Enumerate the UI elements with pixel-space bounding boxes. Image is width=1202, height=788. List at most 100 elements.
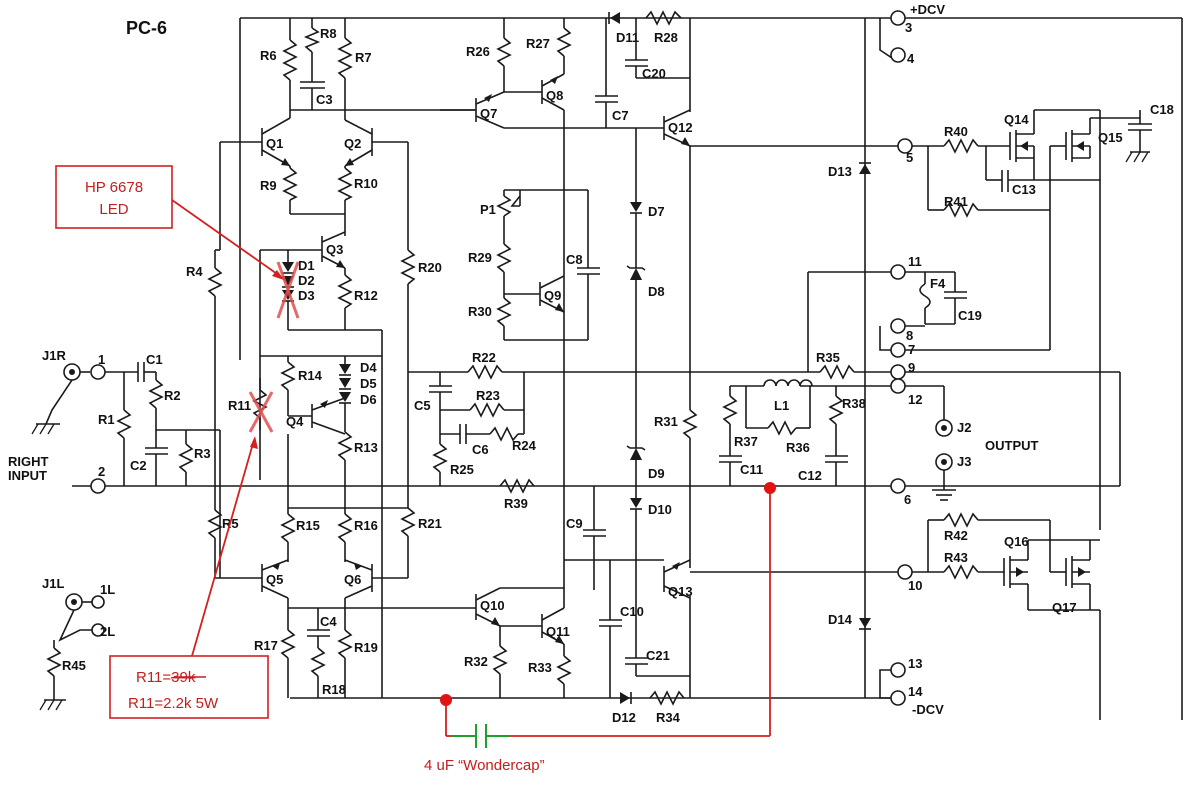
hp-box-line1: HP 6678 [85, 179, 143, 196]
capacitor-c4: C4 [307, 608, 337, 648]
resistor-r11: R11 [228, 378, 274, 433]
svg-text:1L: 1L [100, 582, 115, 597]
svg-text:D7: D7 [648, 204, 665, 219]
svg-text:P1: P1 [480, 202, 496, 217]
resistor-r34: R34 [649, 690, 685, 725]
transistor-q9: Q9 [539, 275, 565, 313]
minus-dcv-terminals: 13 14 -DCV [879, 656, 944, 717]
svg-text:D10: D10 [648, 502, 672, 517]
resistor-r12: R12 [337, 268, 378, 330]
wondercap-annotation: 4 uF “Wondercap” [424, 482, 776, 774]
right-input-label-2: INPUT [8, 468, 47, 483]
resistor-r29: R29 [468, 216, 512, 294]
svg-text:2L: 2L [100, 624, 115, 639]
transistor-q5: Q5 [215, 559, 289, 599]
svg-text:R28: R28 [654, 30, 678, 45]
svg-text:R16: R16 [354, 518, 378, 533]
svg-text:Q3: Q3 [326, 242, 343, 257]
svg-text:3: 3 [905, 20, 912, 35]
svg-text:J1R: J1R [42, 348, 66, 363]
svg-text:R43: R43 [944, 550, 968, 565]
q4-section: R14 Q4 D4 D5 D6 R13 [260, 355, 408, 509]
svg-text:D9: D9 [648, 466, 665, 481]
svg-text:Q11: Q11 [546, 624, 570, 639]
svg-text:1: 1 [98, 352, 105, 367]
resistor-r8: R8 [303, 18, 337, 82]
svg-text:C5: C5 [414, 398, 431, 413]
hp-box-line2: LED [99, 201, 128, 218]
diode-stack-d1-d3: D1 D2 D3 [276, 250, 315, 330]
svg-text:Q16: Q16 [1004, 534, 1029, 549]
svg-text:D11: D11 [616, 30, 639, 45]
svg-text:R35: R35 [816, 350, 840, 365]
svg-text:D13: D13 [828, 164, 852, 179]
svg-text:J3: J3 [957, 454, 971, 469]
capacitor-c8: C8 [566, 190, 600, 340]
transistor-q1: Q1 [220, 110, 291, 167]
svg-text:R2: R2 [164, 388, 181, 403]
svg-text:R41: R41 [944, 194, 968, 209]
svg-text:F4: F4 [930, 276, 946, 291]
transistor-q3: Q3 [260, 231, 346, 269]
svg-text:R6: R6 [260, 48, 277, 63]
svg-text:C18: C18 [1150, 102, 1174, 117]
svg-text:R21: R21 [418, 516, 442, 531]
svg-text:D4: D4 [360, 360, 377, 375]
svg-text:Q7: Q7 [480, 106, 497, 121]
svg-text:R29: R29 [468, 250, 492, 265]
svg-text:5: 5 [906, 150, 913, 165]
svg-text:R9: R9 [260, 178, 277, 193]
svg-text:R30: R30 [468, 304, 492, 319]
svg-text:Q14: Q14 [1004, 112, 1029, 127]
resistor-r7: R7 [337, 18, 372, 120]
svg-text:R40: R40 [944, 124, 968, 139]
junction-dot-left [440, 694, 452, 706]
input-right: J1R 1 C1 R2 R1 C2 R3 RIGHT INPUT [8, 348, 221, 578]
svg-text:R42: R42 [944, 528, 968, 543]
svg-text:D2: D2 [298, 273, 315, 288]
svg-text:R31: R31 [654, 414, 678, 429]
svg-text:J1L: J1L [42, 576, 64, 591]
transistor-q8: Q8 [504, 73, 565, 111]
resistor-r31: R31 [654, 146, 698, 560]
transistor-q12: Q12 [663, 109, 693, 147]
svg-text:D8: D8 [648, 284, 665, 299]
right-input-label-1: RIGHT [8, 454, 49, 469]
svg-text:D5: D5 [360, 376, 377, 391]
svg-text:R12: R12 [354, 288, 378, 303]
wondercap-label: 4 uF “Wondercap” [424, 757, 545, 774]
svg-text:R14: R14 [298, 368, 323, 383]
output-stage-bottom: 10 R43 R42 Q16 Q17 [897, 512, 1101, 720]
transistor-q7: Q7 [440, 91, 505, 129]
capacitor-c9: C9 [566, 486, 606, 590]
svg-text:R25: R25 [450, 462, 474, 477]
svg-text:Q8: Q8 [546, 88, 563, 103]
plus-dcv-label: +DCV [910, 2, 945, 17]
transistor-q13: Q13 [663, 559, 693, 599]
svg-text:R32: R32 [464, 654, 488, 669]
potentiometer-p1: P1 [480, 189, 588, 217]
svg-text:C3: C3 [316, 92, 333, 107]
transistor-q11: Q11 [500, 607, 570, 645]
svg-text:C9: C9 [566, 516, 583, 531]
svg-text:Q10: Q10 [480, 598, 505, 613]
r11-annotation: R11=39k R11=2.2k 5W [109, 436, 269, 719]
svg-text:Q15: Q15 [1098, 130, 1123, 145]
svg-text:C2: C2 [130, 458, 147, 473]
resistor-r4: R4 [186, 250, 223, 510]
svg-text:R26: R26 [466, 44, 490, 59]
svg-text:R22: R22 [472, 350, 496, 365]
minus-dcv-label: -DCV [912, 702, 944, 717]
r11-new-label: R11=2.2k 5W [128, 695, 219, 712]
svg-text:R8: R8 [320, 26, 337, 41]
resistor-r32: R32 [464, 626, 508, 698]
svg-text:R18: R18 [322, 682, 346, 697]
svg-text:Q6: Q6 [344, 572, 361, 587]
hp-led-annotation: HP 6678 LED [55, 165, 284, 280]
resistor-r17: R17 [254, 608, 296, 698]
svg-text:8: 8 [906, 328, 913, 343]
junction-dot-right [764, 482, 776, 494]
resistor-r30: R30 [468, 294, 512, 340]
capacitor-c10: C10 [599, 560, 644, 698]
svg-text:Q2: Q2 [344, 136, 361, 151]
